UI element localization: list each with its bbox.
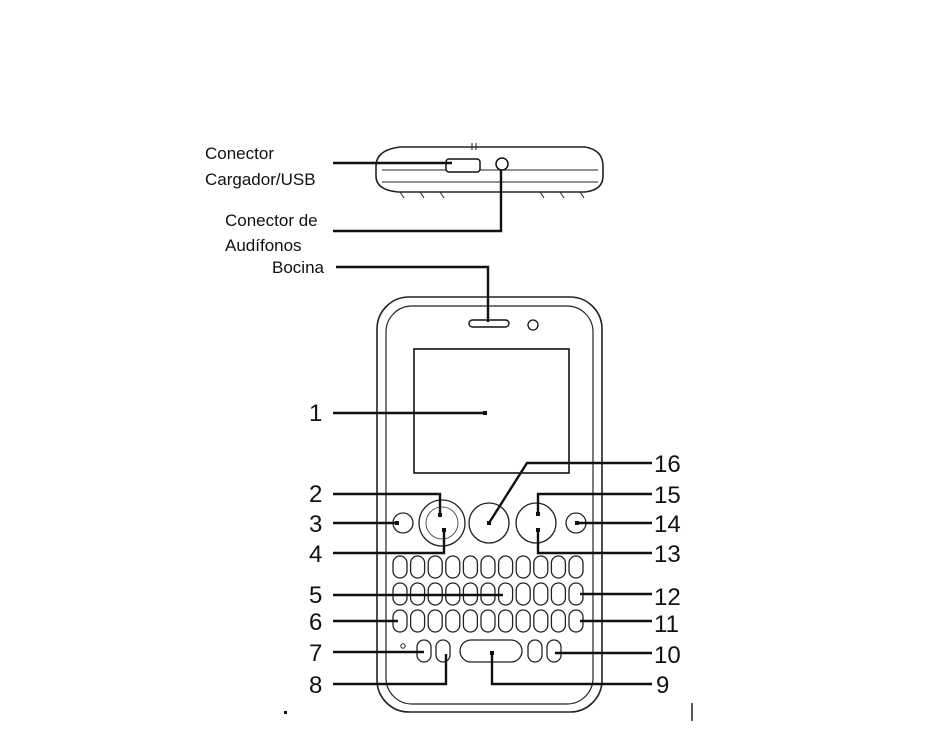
callout-15: 15	[654, 482, 681, 509]
front-camera	[528, 320, 538, 330]
callout-16: 16	[654, 451, 681, 478]
callout-6: 6	[309, 609, 322, 636]
callout-1: 1	[309, 400, 322, 427]
screen	[414, 349, 569, 473]
callout-10: 10	[654, 642, 681, 669]
keyboard-key	[534, 583, 548, 605]
headphone-jack	[496, 158, 508, 170]
phone-top-view	[376, 143, 603, 198]
callout-8: 8	[309, 672, 322, 699]
label-speaker: Bocina	[272, 258, 325, 277]
callout-13: 13	[654, 541, 681, 568]
keyboard-key	[446, 610, 460, 632]
callout-12: 12	[654, 584, 681, 611]
side-labels: Conector Cargador/USB Conector de Audífo…	[205, 144, 325, 277]
callout-4: 4	[309, 541, 322, 568]
keyboard-key	[534, 610, 548, 632]
end-key	[516, 503, 556, 543]
phone-front-view	[377, 297, 602, 712]
keyboard-key	[393, 556, 407, 578]
keyboard-key	[499, 556, 513, 578]
label-charger-usb-line1: Conector	[205, 144, 274, 163]
keyboard-key	[499, 610, 513, 632]
keyboard-key	[446, 556, 460, 578]
keyboard-key	[551, 610, 565, 632]
page-mark-dot	[284, 711, 287, 714]
keyboard-key	[551, 556, 565, 578]
callout-2: 2	[309, 481, 322, 508]
callout-9: 9	[656, 672, 669, 699]
usb-port	[446, 159, 480, 172]
qwerty-keyboard	[393, 556, 583, 662]
keyboard-key	[547, 640, 561, 662]
keyboard-key	[428, 610, 442, 632]
keyboard-key	[481, 610, 495, 632]
callout-7: 7	[309, 640, 322, 667]
microphone-hole	[401, 644, 405, 648]
callout-14: 14	[654, 511, 681, 538]
label-charger-usb-line2: Cargador/USB	[205, 170, 316, 189]
callout-3: 3	[309, 511, 322, 538]
keyboard-key	[528, 640, 542, 662]
keyboard-key	[428, 556, 442, 578]
keyboard-key	[516, 610, 530, 632]
label-headphones-line2: Audífonos	[225, 236, 302, 255]
keyboard-key	[516, 556, 530, 578]
keyboard-key	[481, 556, 495, 578]
callout-11: 11	[654, 611, 679, 638]
keyboard-key	[569, 556, 583, 578]
label-headphones-line1: Conector de	[225, 211, 318, 230]
keyboard-key	[463, 556, 477, 578]
keyboard-key	[551, 583, 565, 605]
keyboard-key	[436, 640, 450, 662]
callout-5: 5	[309, 582, 322, 609]
keyboard-key	[516, 583, 530, 605]
keyboard-key	[463, 610, 477, 632]
keyboard-key	[534, 556, 548, 578]
keyboard-key	[411, 556, 425, 578]
keyboard-key	[411, 610, 425, 632]
